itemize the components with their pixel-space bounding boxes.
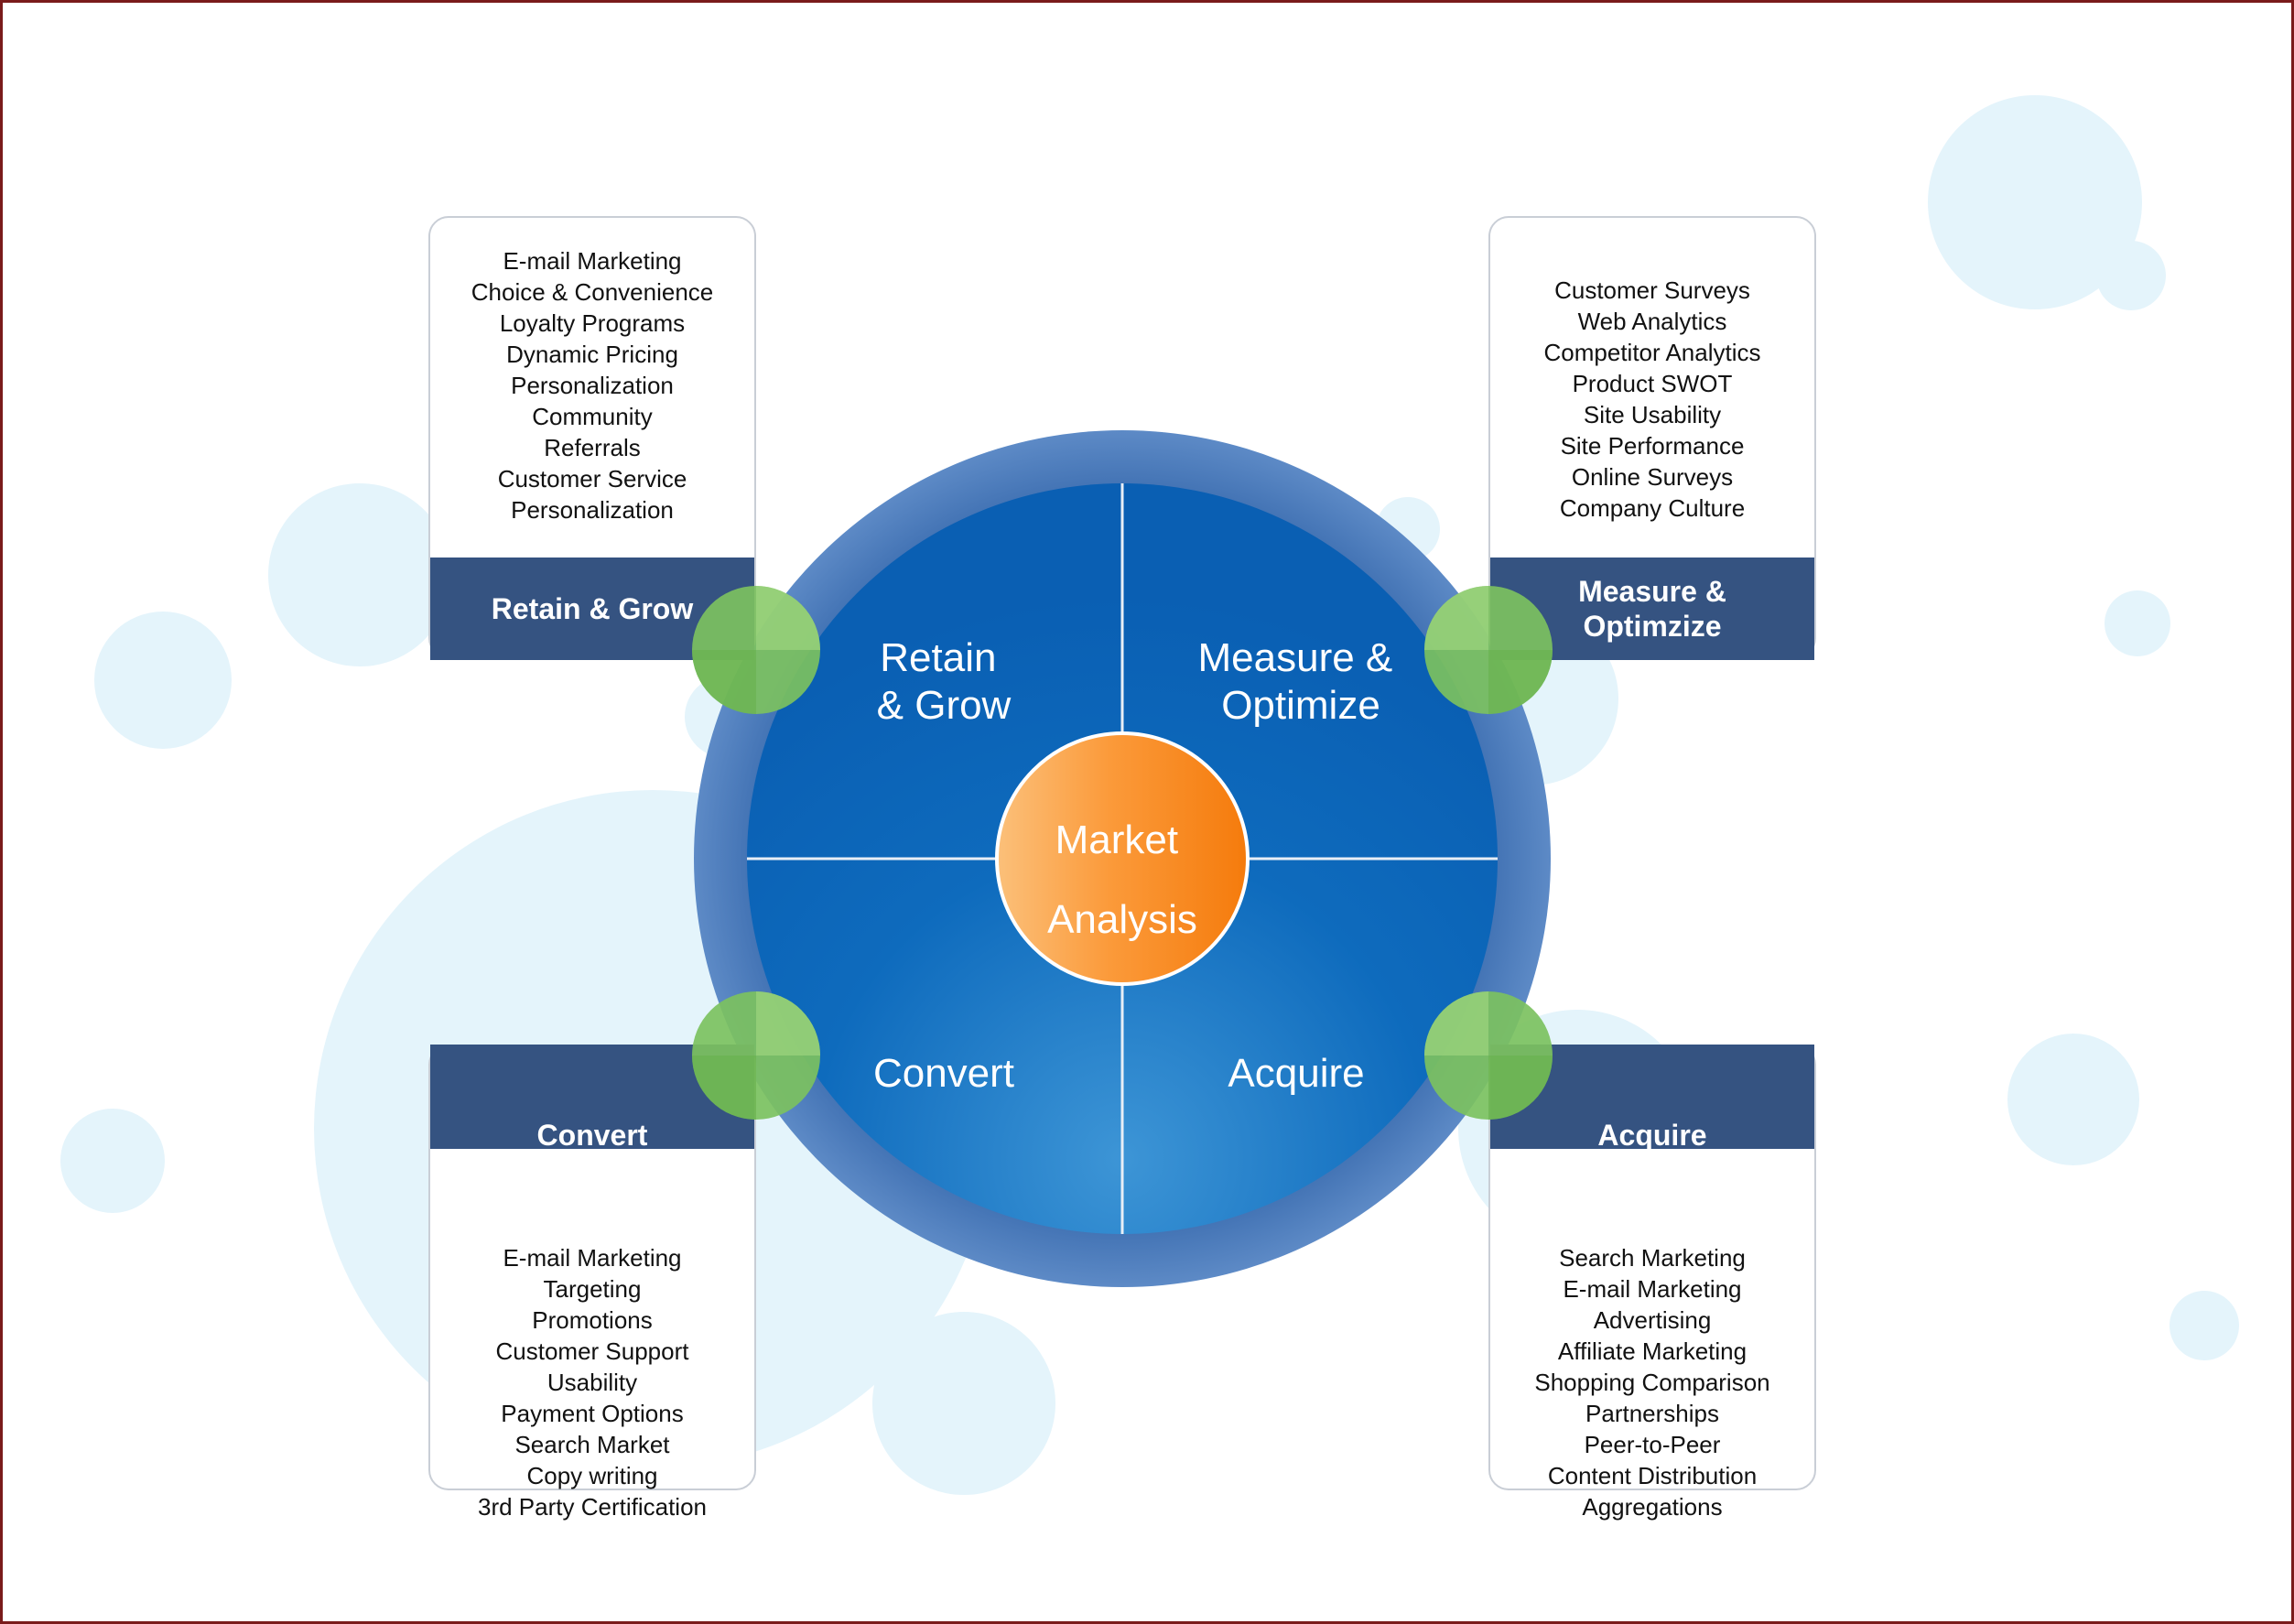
- retain-grow-header: Retain & Grow: [430, 558, 754, 660]
- list-item: Product SWOT: [1572, 370, 1733, 397]
- convert-list: E-mail Marketing Targeting Promotions Cu…: [430, 1242, 754, 1522]
- quadrant-label-retain: Retain & Grow: [877, 635, 1012, 728]
- bubble: [872, 1312, 1055, 1495]
- list-item: Web Analytics: [1577, 308, 1727, 335]
- acquire-header: Acquire: [1490, 1045, 1814, 1152]
- list-item: Shopping Comparison: [1534, 1369, 1770, 1396]
- convert-header-label: Convert: [536, 1119, 648, 1152]
- panel-acquire: Acquire Search Marketing E-mail Marketin…: [1488, 1045, 1816, 1521]
- list-item: Community: [532, 403, 653, 430]
- acquire-list: Search Marketing E-mail Marketing Advert…: [1490, 1242, 1814, 1522]
- bubble: [60, 1109, 165, 1213]
- bubble: [2007, 1034, 2139, 1165]
- measure-optimize-header: Measure & Optimzize: [1490, 558, 1814, 660]
- list-item: Promotions: [532, 1306, 653, 1334]
- list-item: Customer Support: [495, 1337, 689, 1365]
- measure-optimize-header-line1: Measure &: [1578, 575, 1726, 608]
- center-market-analysis-circle: [995, 731, 1250, 986]
- acquire-header-label: Acquire: [1597, 1119, 1707, 1152]
- list-item: Personalization: [511, 496, 674, 524]
- bubble: [94, 612, 232, 749]
- quadrant-label-measure: Measure & Optimize: [1198, 635, 1404, 728]
- measure-optimize-list: Customer Surveys Web Analytics Competito…: [1490, 275, 1814, 524]
- list-item: Usability: [546, 1369, 638, 1396]
- list-item: Content Distribution: [1547, 1462, 1758, 1489]
- bubble: [2096, 241, 2166, 310]
- retain-grow-list: E-mail Marketing Choice & Convenience Lo…: [430, 245, 754, 525]
- list-item: Competitor Analytics: [1543, 339, 1761, 366]
- list-item: E-mail Marketing: [1563, 1275, 1742, 1303]
- list-item: Site Performance: [1560, 432, 1745, 460]
- panel-retain-grow: E-mail Marketing Choice & Convenience Lo…: [428, 216, 756, 660]
- list-item: Online Surveys: [1571, 463, 1734, 491]
- center-label: Market Analysis: [1047, 817, 1197, 942]
- panel-convert: Convert E-mail Marketing Targeting Promo…: [428, 1045, 756, 1521]
- list-item: E-mail Marketing: [503, 1244, 682, 1272]
- list-item: Targeting: [543, 1275, 642, 1303]
- list-item: Loyalty Programs: [499, 309, 686, 337]
- list-item: Copy writing: [526, 1462, 658, 1489]
- list-item: Search Market: [514, 1431, 670, 1458]
- list-item: Company Culture: [1559, 494, 1746, 522]
- list-item: Referrals: [544, 434, 641, 461]
- bubble: [2105, 590, 2170, 656]
- list-item: Affiliate Marketing: [1557, 1337, 1748, 1365]
- list-item: 3rd Party Certification: [478, 1493, 707, 1521]
- list-item: Dynamic Pricing: [506, 341, 678, 368]
- measure-optimize-header-line2: Optimzize: [1583, 610, 1722, 643]
- bubble: [268, 483, 451, 666]
- list-item: Customer Surveys: [1554, 276, 1750, 304]
- quadrant-label-convert: Convert: [873, 1051, 1014, 1096]
- list-item: Aggregations: [1582, 1493, 1723, 1521]
- list-item: Site Usability: [1583, 401, 1722, 428]
- panel-measure-optimize: Customer Surveys Web Analytics Competito…: [1488, 216, 1816, 660]
- list-item: Partnerships: [1585, 1400, 1719, 1427]
- list-item: Advertising: [1593, 1306, 1712, 1334]
- list-item: Search Marketing: [1559, 1244, 1746, 1272]
- market-analysis-diagram: Retain & Grow Measure & Optimize Convert…: [60, 95, 2239, 1495]
- list-item: Peer-to-Peer: [1584, 1431, 1721, 1458]
- list-item: Payment Options: [501, 1400, 684, 1427]
- quadrant-label-acquire: Acquire: [1228, 1051, 1364, 1096]
- bubble: [1928, 95, 2142, 309]
- list-item: Customer Service: [497, 465, 687, 493]
- list-item: Personalization: [511, 372, 674, 399]
- list-item: Choice & Convenience: [471, 278, 714, 306]
- list-item: E-mail Marketing: [503, 247, 682, 275]
- convert-header: Convert: [430, 1045, 754, 1152]
- bubble: [2170, 1291, 2239, 1360]
